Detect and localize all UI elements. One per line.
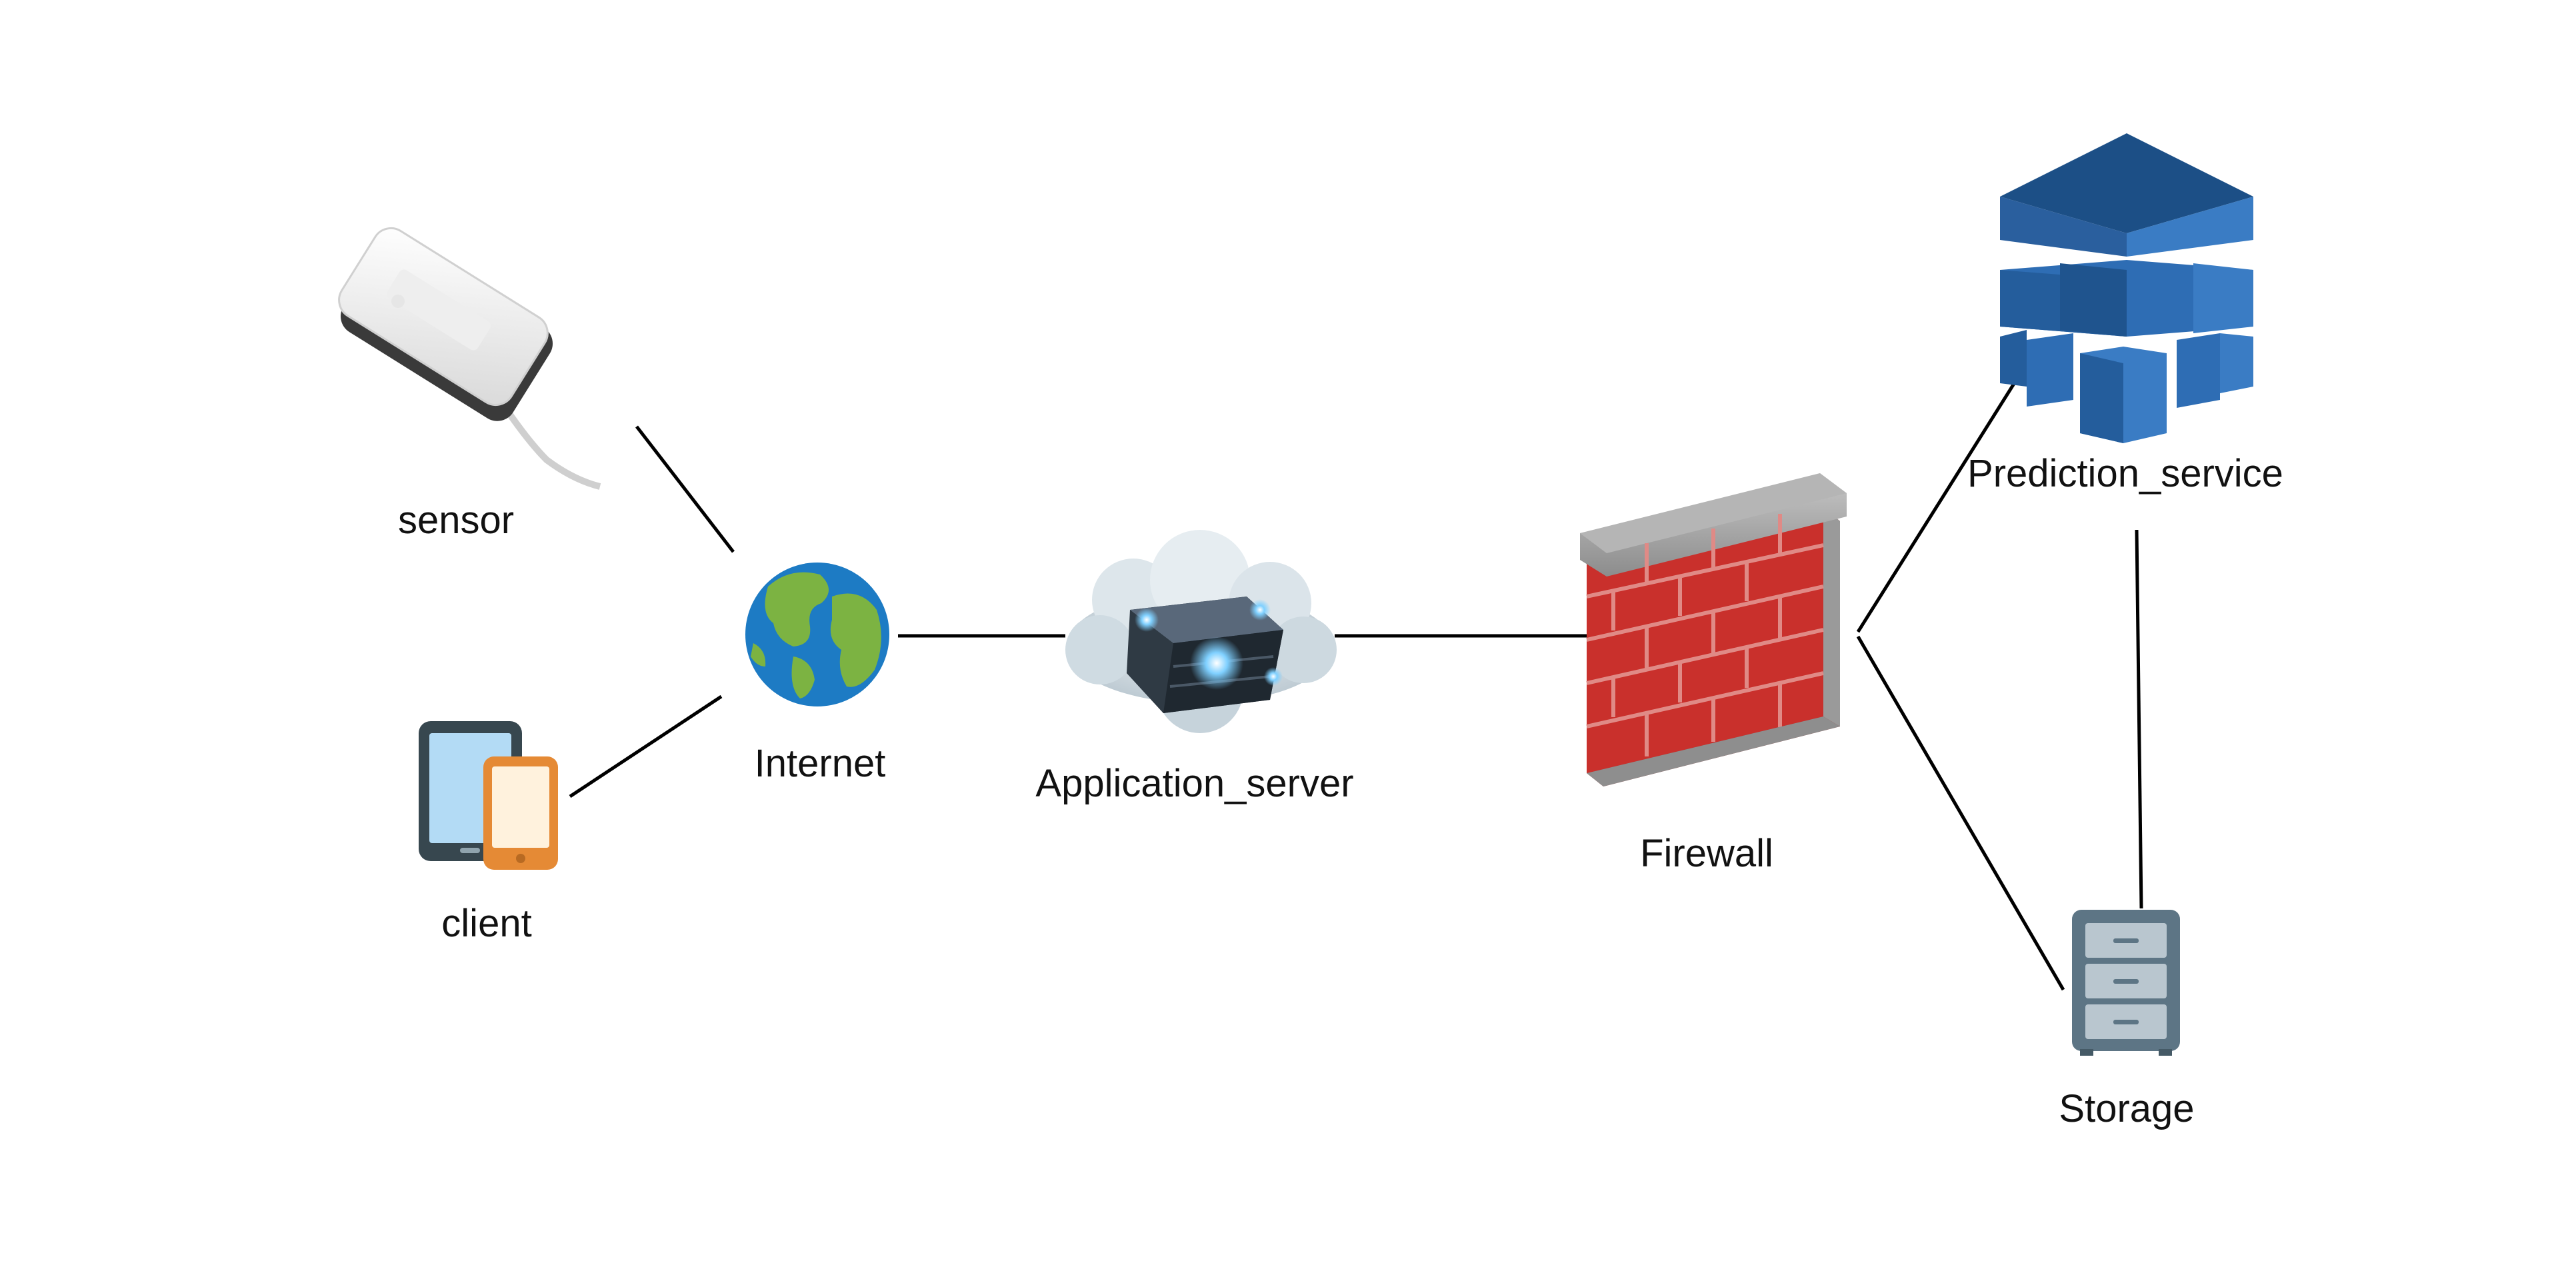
node-firewall[interactable]: Firewall [1580,473,1847,875]
node-label: Application_server [1035,762,1353,805]
brick-wall-icon [1580,473,1847,786]
node-label: Storage [2059,1087,2194,1130]
edges [569,381,2143,991]
edge-prediction-service-storage [2135,529,2143,909]
file-cabinet-icon [2072,910,2180,1056]
node-internet[interactable]: Internet [745,563,889,785]
node-application-server[interactable]: Application_server [1035,530,1354,805]
edge-firewall-storage [1856,635,2065,991]
edge-firewall-prediction-service [1856,381,2017,633]
globe-icon [745,563,889,706]
node-sensor[interactable]: sensor [332,221,601,542]
node-label: Internet [755,742,886,785]
tablet-phone-icon [419,721,558,870]
usb-sensor-icon [338,227,601,490]
node-storage[interactable]: Storage [2059,910,2195,1130]
edge-client-internet [569,694,723,798]
cloud-server-icon [1065,530,1337,733]
edge-sensor-internet [635,425,735,553]
node-client[interactable]: client [419,721,558,945]
node-label: sensor [398,499,514,542]
node-prediction-service[interactable]: Prediction_service [1967,133,2283,495]
node-label: Firewall [1640,832,1773,875]
node-label: client [441,902,531,945]
node-label: Prediction_service [1967,452,2283,495]
stacked-cubes-icon [2000,133,2253,443]
